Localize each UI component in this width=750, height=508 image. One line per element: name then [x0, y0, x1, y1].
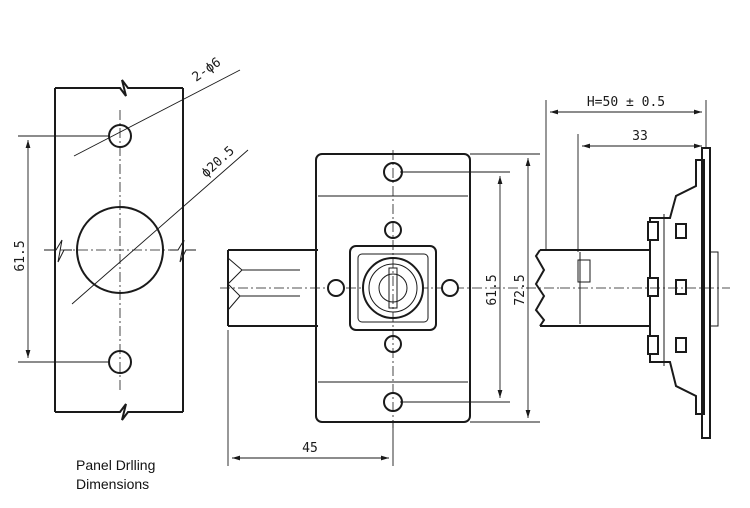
panel-bore-dim: ϕ20.5: [199, 144, 238, 181]
bore-leader: [71, 149, 249, 305]
front-screw-right: [441, 279, 459, 297]
side-screw-2-head: [647, 277, 659, 297]
side-view: H=50 ± 0.5 33: [534, 95, 730, 439]
bolt-length-dim: 45: [302, 441, 318, 456]
front-inner-height-dim: 61.5: [485, 274, 500, 305]
side-cylinder: [534, 249, 650, 327]
side-cam: [709, 251, 719, 327]
front-view: 61.5 72.5 45: [220, 150, 560, 466]
side-screw-3-head: [647, 335, 659, 355]
front-screw-left: [327, 279, 345, 297]
side-bracket: [649, 159, 705, 415]
hole-leader: [73, 69, 241, 157]
side-depth-dim: 33: [632, 129, 648, 144]
side-cylinder-notch: [577, 259, 591, 283]
bolt-bevel: [227, 257, 300, 311]
side-screws: [647, 221, 687, 355]
panel-height-dim: 61.5: [13, 240, 28, 271]
side-screw-3-nut: [675, 337, 687, 353]
side-screw-2-nut: [675, 279, 687, 295]
side-screw-1-head: [647, 221, 659, 241]
caption-line-2: Dimensions: [76, 476, 150, 492]
side-screw-1-nut: [675, 223, 687, 239]
panel-caption: Panel Drlling Dimensions: [76, 456, 155, 494]
side-range-dim: H=50 ± 0.5: [587, 95, 665, 110]
caption-line-1: Panel Drlling: [76, 457, 156, 473]
panel-break-left: [44, 239, 72, 263]
front-outer-height-dim: 72.5: [513, 274, 528, 305]
panel-drilling-view: 61.5 2-ϕ6 ϕ20.5: [13, 55, 249, 421]
